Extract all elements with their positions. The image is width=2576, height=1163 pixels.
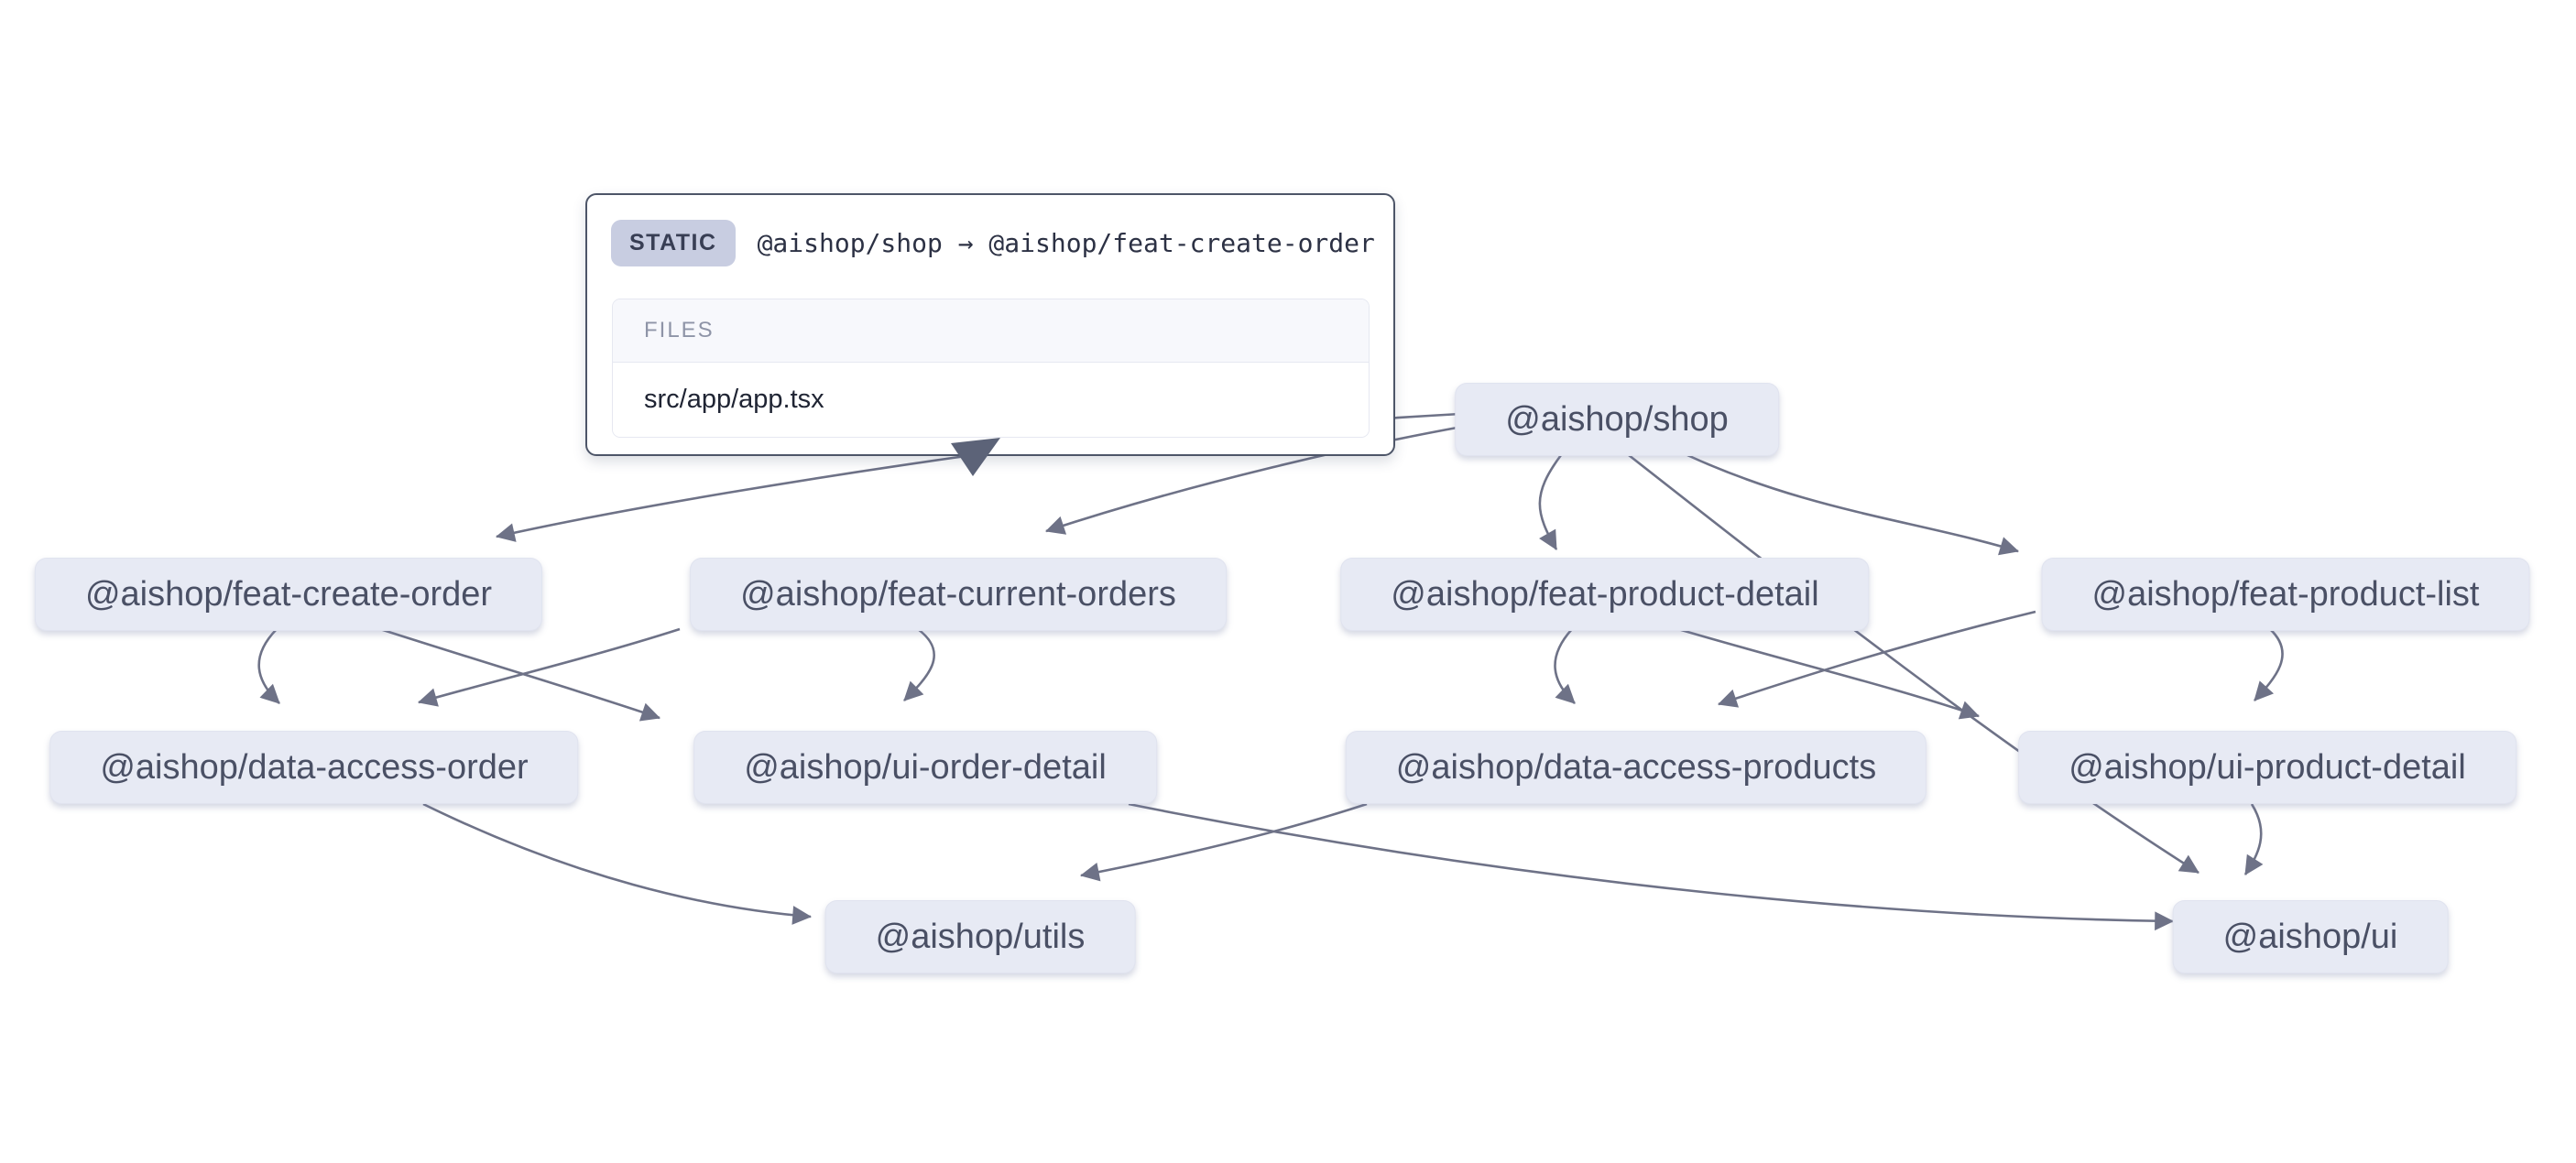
- node-feat-product-list[interactable]: @aishop/feat-product-list: [2041, 558, 2530, 631]
- edge-data-access-order-to-utils[interactable]: [422, 802, 813, 925]
- edge-tooltip: STATIC @aishop/shop → @aishop/feat-creat…: [585, 193, 1395, 456]
- files-header: FILES: [613, 299, 1369, 363]
- edge-feat-product-detail-to-ui-product-detail[interactable]: [1677, 627, 1980, 720]
- node-data-access-products[interactable]: @aishop/data-access-products: [1345, 731, 1927, 804]
- edge-feat-product-list-to-ui-product-detail[interactable]: [2254, 628, 2284, 701]
- edge-feat-product-list-to-data-access-products[interactable]: [1718, 610, 2036, 708]
- edge-feat-create-order-to-data-access-order[interactable]: [257, 628, 280, 704]
- edge-ui-order-detail-to-ui[interactable]: [1128, 802, 2175, 931]
- edge-shop-to-ui[interactable]: [1628, 453, 2199, 875]
- node-feat-create-order[interactable]: @aishop/feat-create-order: [34, 558, 543, 631]
- node-shop[interactable]: @aishop/shop: [1455, 383, 1779, 456]
- edge-shop-to-feat-product-detail[interactable]: [1538, 454, 1563, 550]
- edge-ui-product-detail-to-ui[interactable]: [2243, 803, 2264, 875]
- edge-shop-to-feat-product-list[interactable]: [1686, 453, 2019, 556]
- node-utils[interactable]: @aishop/utils: [824, 900, 1136, 973]
- edge-tooltip-header: STATIC @aishop/shop → @aishop/feat-creat…: [587, 195, 1393, 286]
- edge-shop-to-feat-current-orders[interactable]: [1045, 425, 1463, 535]
- edge-files-panel: FILES src/app/app.tsx: [612, 299, 1370, 438]
- node-ui-order-detail[interactable]: @aishop/ui-order-detail: [693, 731, 1157, 804]
- edge-data-access-products-to-utils[interactable]: [1079, 802, 1368, 882]
- file-path: src/app/app.tsx: [613, 363, 1369, 437]
- node-data-access-order[interactable]: @aishop/data-access-order: [49, 731, 579, 804]
- node-feat-product-detail[interactable]: @aishop/feat-product-detail: [1340, 558, 1870, 631]
- edge-feat-current-orders-to-data-access-order[interactable]: [417, 627, 681, 707]
- node-feat-current-orders[interactable]: @aishop/feat-current-orders: [690, 558, 1227, 631]
- node-ui[interactable]: @aishop/ui: [2172, 900, 2449, 973]
- edge-feat-create-order-to-ui-order-detail[interactable]: [379, 627, 660, 722]
- edge-feat-current-orders-to-ui-order-detail[interactable]: [903, 627, 935, 701]
- node-ui-product-detail[interactable]: @aishop/ui-product-detail: [2018, 731, 2516, 804]
- edge-tooltip-title: @aishop/shop → @aishop/feat-create-order: [757, 228, 1375, 258]
- edge-feat-product-detail-to-data-access-products[interactable]: [1554, 628, 1576, 704]
- edge-type-badge: STATIC: [611, 220, 736, 266]
